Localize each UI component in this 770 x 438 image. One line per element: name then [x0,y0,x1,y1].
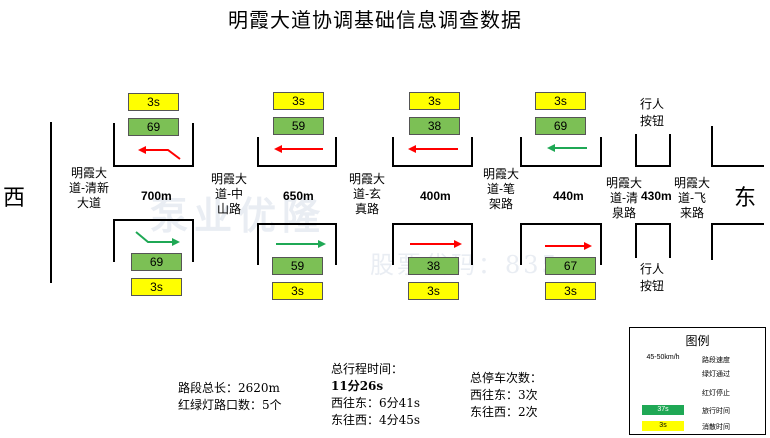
east-end-bottom [711,223,764,260]
segment-4-eastbound-lane [520,223,602,265]
pedestrian-button-label-top: 行人按钮 [640,97,665,128]
intersection-feilai: 明霞大道-飞来路 [673,176,710,220]
segment-3-distance: 400m [420,189,451,203]
segment-2-distance: 650m [283,189,314,203]
segment-3-eastbound-lane [392,223,473,265]
intersection-zhongshan: 明霞大道-中山路 [210,172,247,216]
segment-3-eastbound-travel-time: 38 [408,257,459,275]
intersection-qingquan: 明霞大道-清泉路 [605,176,642,220]
legend-red-row: 红灯停止 [702,390,730,397]
segment-1-westbound-arrow [138,146,181,160]
legend-green-row: 绿灯通过 [702,371,730,378]
segment-2-eastbound-lane [257,223,337,265]
segment-3-westbound-stop-time: 3s [409,92,460,110]
segment-5-eastbound-lane [635,223,671,258]
segment-4-westbound-travel-time: 69 [535,117,586,135]
segment-4-distance: 440m [553,189,584,203]
segment-2-eastbound-travel-time: 59 [272,257,323,275]
segment-4-eastbound-travel-time: 67 [545,257,596,275]
segment-4-westbound-stop-time: 3s [535,92,586,110]
intersection-bijia: 明霞大道-笔架路 [482,167,519,211]
legend-speed-row: 45-50km/h 路段速度 [646,354,730,364]
segment-2-westbound-stop-time: 3s [273,92,324,110]
segment-1-westbound-stop-time: 3s [128,93,179,111]
segment-4-eastbound-stop-time: 3s [545,282,596,300]
segment-5-westbound-lane [635,134,671,167]
east-end-top [711,126,764,167]
legend-travel-row: 37s 旅行时间 [630,405,765,417]
legend: 图例 45-50km/h 路段速度 绿灯通过 红灯停止 37s 旅行时间 3s … [629,327,766,435]
summary-road: 路段总长：2620m 红绿灯路口数：5个 [178,381,282,412]
west-label: 西 [3,186,26,211]
summary-stops: 总停车次数： 西往东：3次 东往西：2次 [470,371,543,419]
east-label: 东 [734,186,757,211]
watermark-text: 泵业优隆 [150,193,327,238]
segment-1-distance: 700m [141,189,172,203]
segment-2-eastbound-stop-time: 3s [272,282,323,300]
segment-3-westbound-lane [392,137,473,167]
segment-1-eastbound-arrow [135,231,180,246]
segment-2-westbound-lane [257,137,337,167]
segment-1-westbound-travel-time: 69 [128,118,179,136]
segment-5-distance: 430m [641,189,672,203]
pedestrian-button-label-bottom: 行人按钮 [640,262,665,293]
segment-1-westbound-lane [113,123,194,167]
segment-1-eastbound-travel-time: 69 [131,253,182,271]
segment-2-westbound-travel-time: 59 [273,117,324,135]
intersection-qingxin: 明霞大道-清新大道 [68,166,110,210]
watermark-subtext: 股票代码：835 [370,251,560,279]
legend-stop-row: 3s 消散时间 [630,421,765,433]
segment-3-westbound-travel-time: 38 [409,117,460,135]
segment-3-eastbound-stop-time: 3s [408,282,459,300]
intersection-xuanzhen: 明霞大道-玄真路 [348,172,385,216]
segment-1-eastbound-lane [113,219,194,262]
summary-travel-time: 总行程时间： 11分26s 西往东：6分41s 东往西：4分45s [331,362,421,427]
page-title: 明霞大道协调基础信息调查数据 [228,8,522,32]
segment-1-eastbound-stop-time: 3s [131,278,182,296]
legend-title: 图例 [685,334,710,348]
segment-4-westbound-lane [520,137,602,167]
